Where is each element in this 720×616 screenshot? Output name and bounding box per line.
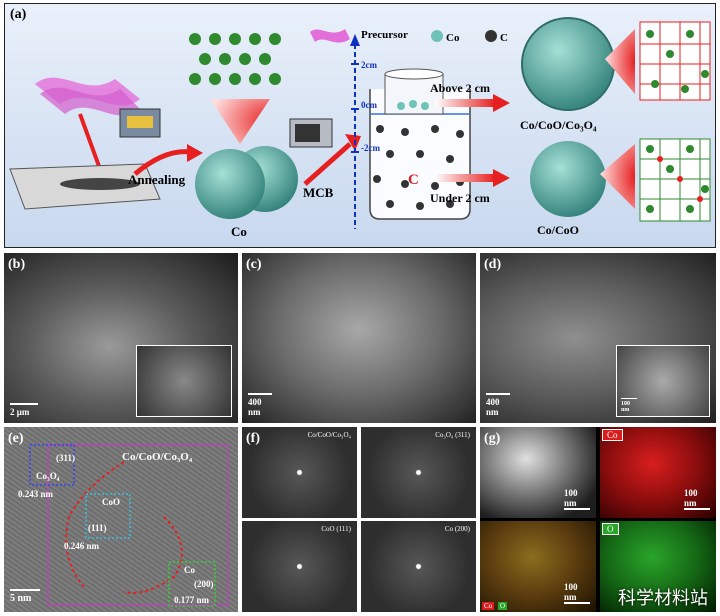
co-coo-co3o4-sphere — [521, 17, 615, 111]
precursor-legend-text: Precursor — [361, 29, 408, 41]
precursor-legend-icon — [310, 29, 350, 43]
co-coo-co3o4-text: Co/CoO/Co₃O₄ — [520, 118, 597, 132]
panel-f-fft: (f) Co/CoO/Co₃O₄ Co₃O₄ (311) CoO (111) C… — [242, 427, 476, 612]
sem-inset: 100 nm — [616, 345, 710, 417]
scale-bar-g: 100 nm — [564, 582, 590, 606]
haadf-image: (g) 100 nm — [480, 427, 596, 518]
co-product-text: Co — [231, 224, 247, 239]
sem-inset — [136, 345, 232, 417]
under-text: Under 2 cm — [430, 191, 490, 205]
co-plane: (200) — [194, 579, 214, 589]
scale-bar-c: 400 nm — [248, 393, 272, 417]
above-text: Above 2 cm — [430, 81, 490, 95]
co-lattice — [189, 33, 281, 85]
o-map-tag: O — [602, 523, 619, 535]
overlay-legend-co: Co — [482, 602, 495, 610]
panel-c-label: (c) — [246, 257, 262, 272]
panel-b-sem: (b) 2 μm — [4, 253, 238, 423]
co-legend-icon — [431, 30, 443, 42]
overlay-legend-o: O — [498, 602, 508, 610]
o-map: O — [600, 521, 716, 612]
co3o4-name: Co₃O₄ — [36, 471, 60, 481]
panel-c-sem: (c) 400 nm — [242, 253, 476, 423]
co-map-tag: Co — [602, 429, 623, 441]
co-map: Co 100 nm — [600, 427, 716, 518]
c-legend-icon — [485, 30, 497, 42]
scale-bar-g: 100 nm — [684, 488, 710, 512]
co-coo-text: Co/CoO — [537, 223, 579, 237]
panel-d-label: (d) — [484, 257, 502, 272]
panel-a-label: (a) — [10, 7, 27, 22]
scale-bar-b: 2 μm — [10, 403, 38, 417]
axis-plus2-text: 2cm — [361, 60, 377, 70]
schematic-svg: Precursor Co C Annealing MCB Co 2cm 0cm … — [9, 17, 711, 239]
axis-minus2-text: -2cm — [361, 143, 380, 153]
panel-e-hrtem: (e) Co/CoO/Co₃O₄ (311) Co₃O₄ 0.243 nm Co… — [4, 427, 238, 612]
co-sphere-front — [195, 149, 265, 219]
panel-f-label: (f) — [246, 431, 260, 446]
panel-g-eds: (g) 100 nm Co 100 nm Co O 100 nm O — [480, 427, 716, 612]
c-legend-text: C — [500, 32, 508, 44]
scale-bar-d: 400 nm — [486, 393, 510, 417]
panel-g-label: (g) — [484, 431, 501, 446]
annealing-text: Annealing — [128, 172, 186, 187]
c-label-text: C — [408, 172, 419, 188]
panel-e-label: (e) — [8, 431, 24, 446]
hrtem-title: Co/CoO/Co₃O₄ — [122, 451, 193, 463]
watermark: 科学材料站 — [618, 588, 708, 609]
panel-b-label: (b) — [8, 257, 26, 272]
scale-bar-d-inset: 100 nm — [621, 398, 637, 413]
scale-bar-g: 100 nm — [564, 488, 590, 512]
scale-bar-e: 5 nm — [10, 589, 40, 604]
coo-plane: (111) — [88, 523, 107, 533]
co-name: Co — [184, 565, 195, 575]
fft-pattern: Co/CoO/Co₃O₄ — [242, 427, 357, 518]
panel-a-schematic: (a) — [4, 3, 716, 248]
co3o4-dspacing: 0.243 nm — [18, 489, 54, 499]
panel-d-sem: (d) 100 nm 400 nm — [480, 253, 716, 423]
fft-pattern: CoO (111) — [242, 521, 357, 612]
co3o4-plane: (311) — [56, 453, 75, 463]
co-legend-text: Co — [446, 32, 460, 44]
overlay-map: Co O 100 nm — [480, 521, 596, 612]
fft-pattern: Co (200) — [361, 521, 476, 612]
axis-zero-text: 0cm — [361, 100, 377, 110]
coo-dspacing: 0.246 nm — [64, 541, 100, 551]
coo-name: CoO — [102, 497, 120, 507]
co-dspacing: 0.177 nm — [174, 595, 210, 605]
fft-pattern: Co₃O₄ (311) — [361, 427, 476, 518]
co-coo-sphere — [530, 141, 606, 217]
mcb-text: MCB — [303, 185, 334, 200]
